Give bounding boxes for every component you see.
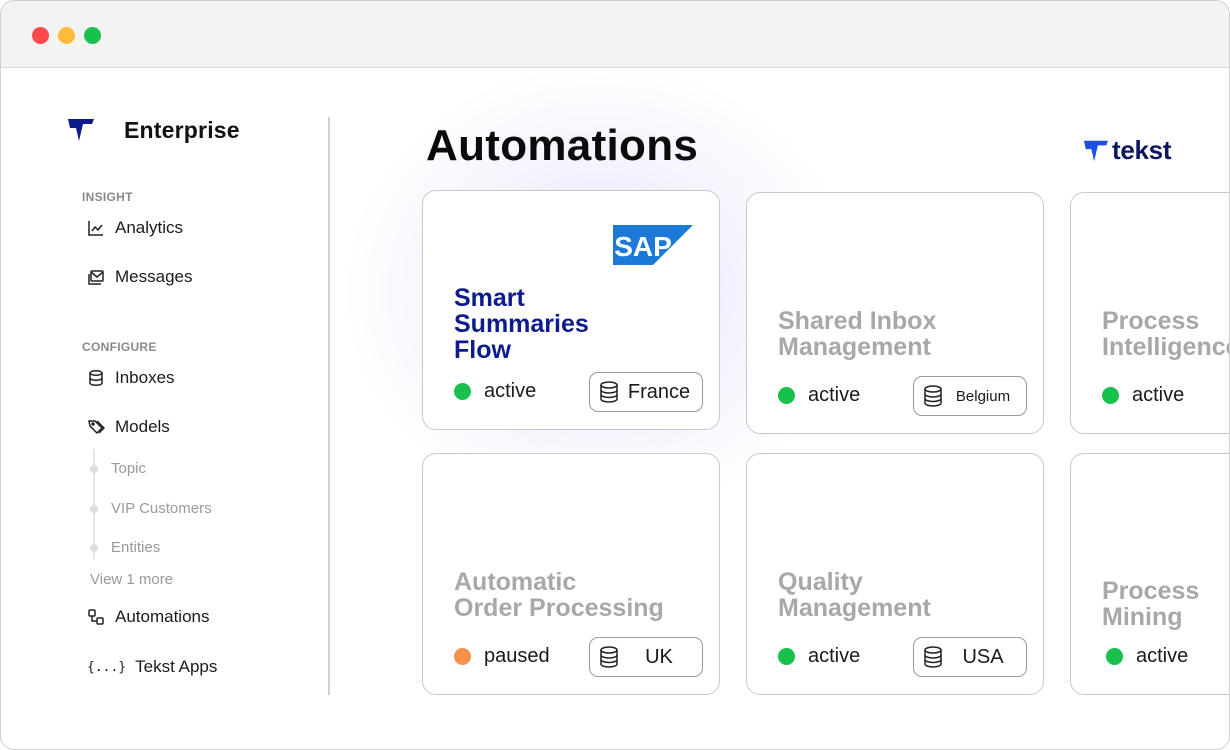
- region-badge[interactable]: UK: [589, 637, 703, 677]
- title-bar: [1, 1, 1229, 68]
- sap-logo: SAP: [613, 225, 693, 265]
- status-label: active: [808, 645, 861, 667]
- status-indicator: active: [1106, 645, 1188, 668]
- sidebar-item-label: Tekst Apps: [135, 657, 218, 676]
- submenu-item-topic[interactable]: Topic: [90, 460, 146, 477]
- section-label-configure: CONFIGURE: [82, 340, 157, 354]
- card-title: Smart Summaries Flow: [454, 284, 589, 364]
- status-label: paused: [484, 645, 550, 667]
- status-label: active: [484, 380, 537, 402]
- logo-text: tekst: [1112, 135, 1172, 165]
- region-badge[interactable]: Belgium: [913, 376, 1027, 416]
- status-indicator: paused: [454, 645, 550, 668]
- status-label: active: [1132, 384, 1185, 406]
- chart-icon: [88, 221, 103, 236]
- section-label-insight: INSIGHT: [82, 190, 133, 204]
- card-title: Automatic Order Processing: [454, 568, 664, 622]
- region-badge[interactable]: France: [589, 372, 703, 412]
- automation-card-order-processing[interactable]: Automatic Order Processing paused UK: [422, 453, 720, 695]
- tekst-logo-icon: [68, 119, 94, 141]
- database-icon: [600, 381, 618, 403]
- status-dot: [1102, 387, 1119, 404]
- sidebar-brand[interactable]: Enterprise: [67, 117, 240, 143]
- status-dot: [454, 383, 471, 400]
- automation-card-process-mining[interactable]: Process Mining active: [1070, 453, 1229, 695]
- automation-card-smart-summaries[interactable]: SAP Smart Summaries Flow active France: [422, 190, 720, 430]
- sidebar-item-label: Messages: [115, 267, 193, 286]
- sidebar-item-messages[interactable]: Messages: [87, 267, 192, 287]
- card-title: Quality Management: [778, 568, 931, 622]
- submenu-item-vip-customers[interactable]: VIP Customers: [90, 500, 212, 517]
- submenu-item-label: Topic: [111, 460, 147, 477]
- card-title: Process Intelligence: [1102, 307, 1230, 361]
- region-label: Belgium: [955, 387, 1011, 405]
- database-icon: [600, 646, 618, 668]
- region-label: USA: [962, 645, 1004, 668]
- maximize-window-button[interactable]: [84, 27, 101, 44]
- status-dot: [778, 387, 795, 404]
- tag-icon: [88, 420, 105, 435]
- sidebar-item-label: Models: [115, 417, 170, 436]
- submenu-line: [93, 449, 95, 559]
- card-title: Shared Inbox Management: [778, 307, 937, 361]
- workflow-icon: [88, 609, 104, 625]
- status-label: active: [1136, 645, 1189, 667]
- database-icon: [924, 646, 942, 668]
- submenu-item-label: Entities: [111, 539, 161, 556]
- region-label: France: [627, 380, 691, 403]
- sidebar-item-automations[interactable]: Automations: [87, 607, 210, 627]
- status-label: active: [808, 384, 861, 406]
- sidebar-item-label: Analytics: [115, 218, 184, 237]
- automation-card-process-intelligence[interactable]: Process Intelligence active: [1070, 192, 1230, 434]
- messages-icon: [88, 270, 104, 285]
- automation-card-quality-management[interactable]: Quality Management active USA: [746, 453, 1044, 695]
- card-title: Process Mining: [1102, 577, 1200, 631]
- status-indicator: active: [778, 645, 860, 668]
- database-icon: [924, 385, 942, 407]
- sidebar-item-label: Automations: [115, 607, 210, 626]
- sidebar-item-analytics[interactable]: Analytics: [87, 218, 183, 238]
- page-title: Automations: [426, 121, 699, 170]
- sidebar-item-models[interactable]: Models: [87, 417, 170, 437]
- tekst-logo: tekst: [1083, 135, 1172, 166]
- svg-text:SAP: SAP: [614, 231, 672, 262]
- sidebar-divider: [328, 117, 330, 695]
- region-badge[interactable]: USA: [913, 637, 1027, 677]
- sidebar-item-label: Inboxes: [115, 368, 175, 387]
- braces-icon: {...}: [87, 659, 127, 675]
- sidebar-item-tekst-apps[interactable]: {...} Tekst Apps: [87, 657, 217, 677]
- status-dot: [454, 648, 471, 665]
- tekst-logo-icon: [1083, 140, 1109, 161]
- status-indicator: active: [1102, 384, 1184, 407]
- minimize-window-button[interactable]: [58, 27, 75, 44]
- submenu-item-label: VIP Customers: [111, 500, 212, 517]
- status-indicator: active: [778, 384, 860, 407]
- automation-card-shared-inbox[interactable]: Shared Inbox Management active Belgium: [746, 192, 1044, 434]
- submenu-item-entities[interactable]: Entities: [90, 539, 160, 556]
- status-dot: [1106, 648, 1123, 665]
- sidebar-item-inboxes[interactable]: Inboxes: [87, 368, 175, 388]
- database-icon: [89, 370, 103, 387]
- status-indicator: active: [454, 380, 536, 403]
- region-label: UK: [645, 645, 673, 668]
- view-more-link[interactable]: View 1 more: [90, 571, 174, 588]
- brand-name: Enterprise: [124, 117, 240, 143]
- close-window-button[interactable]: [32, 27, 49, 44]
- status-dot: [778, 648, 795, 665]
